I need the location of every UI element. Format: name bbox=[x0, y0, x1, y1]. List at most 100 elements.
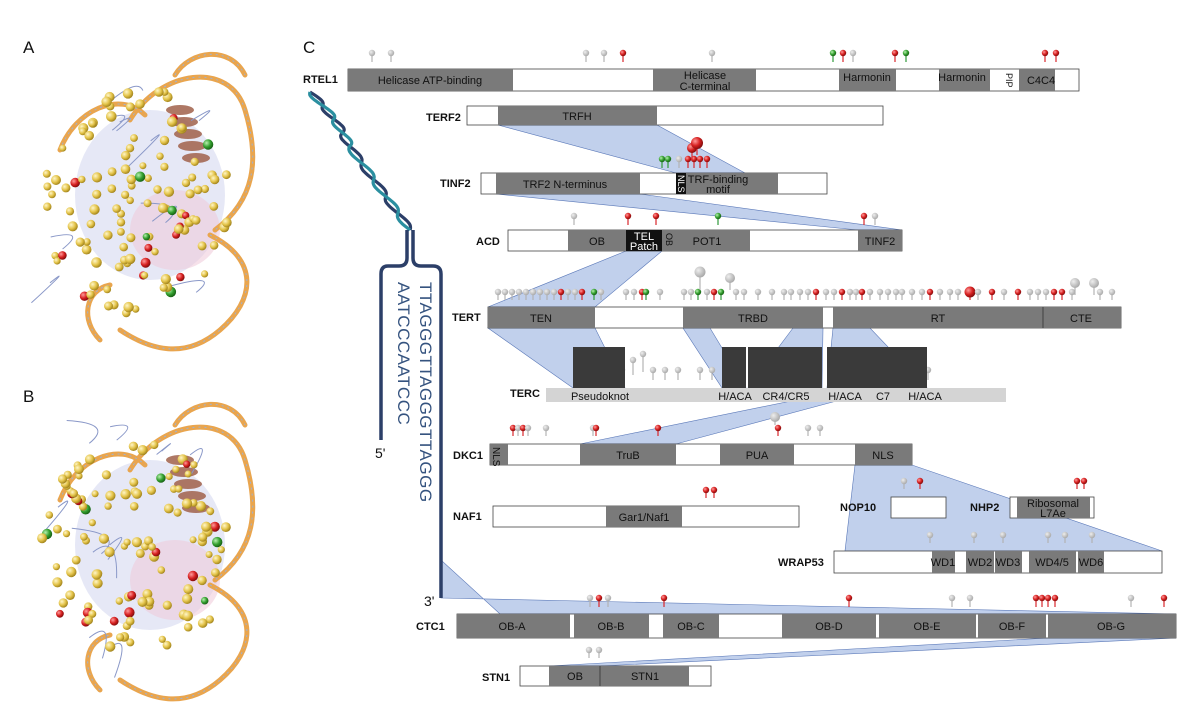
variant-atom-red bbox=[70, 177, 80, 188]
variant-marker bbox=[694, 288, 702, 296]
rna-backbone bbox=[174, 53, 246, 76]
domain-label: OB-F bbox=[999, 621, 1026, 633]
variant-atom-yellow bbox=[88, 519, 96, 527]
variant-marker bbox=[1068, 288, 1076, 296]
variant-atom-yellow bbox=[173, 508, 182, 517]
variant-atom-yellow bbox=[144, 536, 153, 546]
variant-atom-yellow bbox=[160, 274, 171, 285]
domain-label: WD6 bbox=[1079, 557, 1103, 569]
variant-marker bbox=[714, 212, 722, 220]
variant-marker bbox=[1088, 531, 1096, 539]
variant-marker bbox=[524, 424, 532, 432]
protein-name-dkc1: DKC1 bbox=[453, 450, 483, 462]
variant-marker bbox=[860, 212, 868, 220]
protein-rtel1: RTEL1 Helicase ATP-binding Helicase C-te… bbox=[303, 68, 1080, 93]
protein-wrap53: WRAP53 WD1 WD2 WD3 WD4/5 WD6 bbox=[778, 550, 1163, 574]
domain-label: Pseudoknot bbox=[571, 391, 629, 403]
protein-coil bbox=[43, 500, 69, 533]
variant-atom-green bbox=[134, 171, 146, 182]
variant-atom-yellow bbox=[142, 589, 153, 599]
variant-atom-yellow bbox=[80, 532, 88, 541]
domain-label: C7 bbox=[876, 391, 890, 403]
variant-marker bbox=[1061, 531, 1069, 539]
variant-marker bbox=[1127, 594, 1135, 602]
domain-label: WD2 bbox=[968, 557, 992, 569]
variant-marker bbox=[597, 288, 605, 296]
dna-c-strand bbox=[379, 230, 409, 440]
protein-acd: ACD OB TEL Patch OB POT1 TINF2 bbox=[476, 229, 903, 253]
variant-marker bbox=[725, 273, 735, 283]
domain-label: OB-B bbox=[598, 621, 625, 633]
variant-marker bbox=[902, 49, 910, 57]
protein-name-stn1: STN1 bbox=[482, 672, 510, 684]
variant-marker bbox=[702, 486, 710, 494]
domain-label: Harmonin bbox=[843, 72, 891, 84]
variant-marker bbox=[966, 594, 974, 602]
variant-marker bbox=[839, 49, 847, 57]
variant-atom-yellow bbox=[78, 127, 87, 136]
variant-marker bbox=[582, 49, 590, 57]
variant-marker bbox=[884, 288, 892, 296]
domain-label: OB bbox=[567, 671, 583, 683]
variant-marker bbox=[954, 288, 962, 296]
variant-marker bbox=[768, 288, 776, 296]
domain-label: C4C4 bbox=[1027, 75, 1055, 87]
variant-atom-yellow bbox=[209, 241, 219, 250]
variant-marker bbox=[816, 424, 824, 432]
variant-atom-yellow bbox=[84, 454, 95, 465]
variant-marker bbox=[629, 356, 637, 364]
variant-atom-yellow bbox=[188, 173, 197, 182]
variant-atom-yellow bbox=[190, 157, 199, 166]
variant-atom-yellow bbox=[144, 174, 152, 182]
variant-marker bbox=[926, 288, 934, 296]
variant-marker bbox=[926, 531, 934, 539]
variant-marker bbox=[604, 594, 612, 602]
variant-atom-yellow bbox=[103, 230, 113, 240]
variant-marker bbox=[656, 288, 664, 296]
protein-coil bbox=[112, 85, 144, 100]
variant-atom-yellow bbox=[157, 566, 166, 574]
variant-atom-green bbox=[142, 233, 151, 241]
variant-marker bbox=[964, 286, 976, 298]
variant-marker bbox=[770, 412, 780, 422]
variant-atom-yellow bbox=[52, 577, 63, 588]
protein-name-wrap53: WRAP53 bbox=[778, 557, 824, 569]
variant-atom-yellow bbox=[74, 464, 84, 475]
variant-atom-yellow bbox=[105, 641, 116, 652]
variant-atom-yellow bbox=[91, 490, 99, 498]
dna-g-strand bbox=[411, 230, 443, 598]
variant-atom-yellow bbox=[153, 185, 162, 194]
rna-backbone bbox=[129, 76, 254, 231]
domain-label: WD4/5 bbox=[1035, 557, 1069, 569]
variant-marker bbox=[846, 288, 854, 296]
variant-atom-yellow bbox=[57, 474, 68, 484]
variant-atom-yellow bbox=[125, 253, 136, 265]
dna-c-sequence: AATCCCAATCCC bbox=[394, 282, 413, 425]
rna-backbone bbox=[129, 426, 254, 581]
domain-label: PUA bbox=[746, 450, 769, 462]
variant-atom-yellow bbox=[166, 116, 178, 127]
variant-atom-yellow bbox=[193, 185, 203, 195]
variant-marker bbox=[550, 288, 558, 296]
variant-atom-yellow bbox=[78, 502, 88, 511]
variant-marker bbox=[658, 155, 666, 163]
variant-marker bbox=[936, 288, 944, 296]
variant-atom-yellow bbox=[69, 489, 78, 498]
domain-label: Patch bbox=[630, 241, 658, 253]
variant-atom-yellow bbox=[43, 182, 52, 191]
variant-marker bbox=[787, 288, 795, 296]
variant-atom-yellow bbox=[221, 522, 231, 532]
protein-name-nhp2: NHP2 bbox=[970, 502, 999, 514]
variant-atom-yellow bbox=[128, 441, 139, 451]
protein-name-ctc1: CTC1 bbox=[416, 621, 445, 633]
protein-coil bbox=[116, 117, 131, 132]
variant-atom-yellow bbox=[197, 618, 208, 628]
variant-marker bbox=[622, 288, 630, 296]
variant-atom-yellow bbox=[205, 551, 213, 558]
variant-marker bbox=[796, 288, 804, 296]
variant-atom-yellow bbox=[58, 598, 68, 608]
variant-marker bbox=[916, 477, 924, 485]
variant-atom-yellow bbox=[48, 190, 56, 199]
domain-label: Helicase bbox=[684, 70, 726, 82]
variant-marker bbox=[694, 266, 706, 278]
